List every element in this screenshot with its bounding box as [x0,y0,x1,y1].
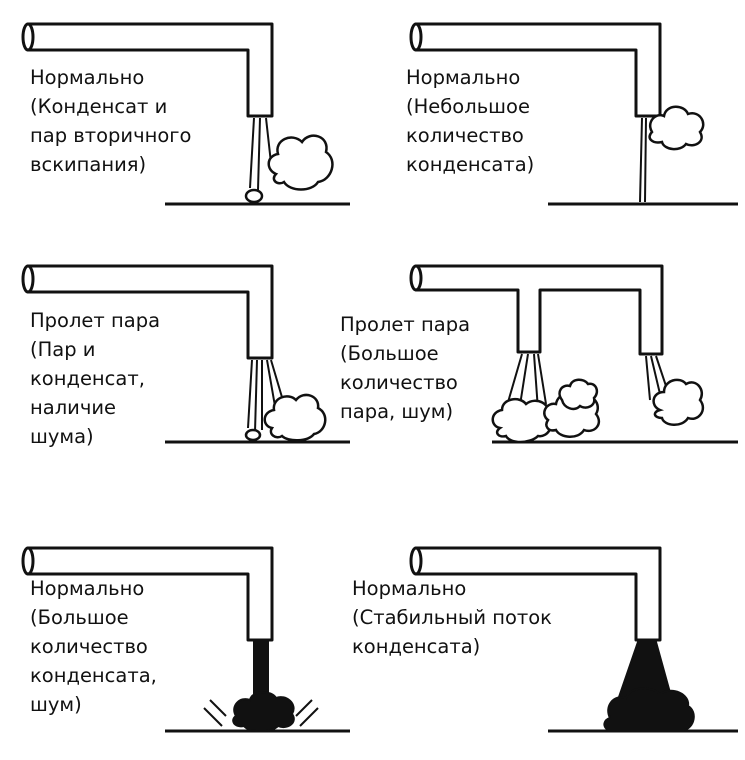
caption-line: пара, шум) [340,400,454,423]
panel-1-graphic [21,22,350,206]
caption-line: конденсата) [352,635,481,658]
caption-line: (Большое [340,342,439,365]
caption-line: (Пар и [30,338,96,361]
panel-2-caption: Нормально (Небольшое количество конденса… [406,63,534,179]
discharge-stream-4b [645,355,667,401]
discharge-stream-4a [503,353,547,419]
caption-line: Нормально [30,66,145,89]
splash-5 [232,691,295,733]
caption-line: количество [340,371,458,394]
caption-line: количество [30,635,148,658]
caption-line: (Небольшое [406,95,530,118]
pipe-2-end [409,22,423,52]
panel-4-caption: Пролет пара (Большое количество пара, шу… [340,310,470,426]
condensate-jet-5 [253,641,269,701]
panel-5-graphic [21,546,350,733]
steam-cloud-4c [558,378,599,411]
caption-line: конденсата, [30,664,157,687]
condensate-drop-1 [244,188,264,204]
steam-cloud-1 [267,134,334,191]
pipe-5-end [21,546,35,576]
panel-6-caption: Нормально (Стабильный поток конденсата) [352,574,552,661]
caption-line: Пролет пара [340,313,471,336]
condensate-drop-3 [244,428,262,442]
panel-3-caption: Пролет пара (Пар и конденсат, наличие шу… [30,306,160,451]
caption-line: (Стабильный поток [352,606,552,629]
panel-4-graphic [409,264,738,444]
caption-line: наличие [30,396,117,419]
discharge-stream-1 [249,117,273,191]
discharge-stream-3 [247,359,285,433]
caption-line: вскипания) [30,153,147,176]
caption-line: (Конденсат и [30,95,168,118]
pipe-3-end [21,264,35,294]
pipe-6-end [409,546,423,576]
steam-cloud-2 [648,105,705,151]
steam-cloud-4d [652,378,705,426]
pipe-4-end [409,264,423,292]
caption-line: Нормально [406,66,521,89]
pipe-1-end [21,22,35,52]
panel-3-graphic [21,264,350,444]
panel-6-graphic [409,546,738,733]
discharge-stream-2 [639,117,647,203]
caption-line: конденсата) [406,153,535,176]
panel-5-caption: Нормально (Большое количество конденсата… [30,574,157,719]
caption-line: Нормально [352,577,467,600]
panel-1-caption: Нормально (Конденсат и пар вторичного вс… [30,63,191,179]
panel-2-graphic [409,22,738,206]
caption-line: (Большое [30,606,129,629]
steam-cloud-3 [263,393,327,442]
condensate-pool-6 [603,687,695,731]
caption-line: Пролет пара [30,309,161,332]
caption-line: Нормально [30,577,145,600]
pipe-4 [414,264,664,356]
caption-line: шума) [30,425,94,448]
steam-cloud-4a [491,397,553,444]
caption-line: количество [406,124,524,147]
splash-lines-5 [203,699,319,727]
caption-line: шум) [30,693,82,716]
caption-line: конденсат, [30,367,145,390]
caption-line: пар вторичного [30,124,192,147]
